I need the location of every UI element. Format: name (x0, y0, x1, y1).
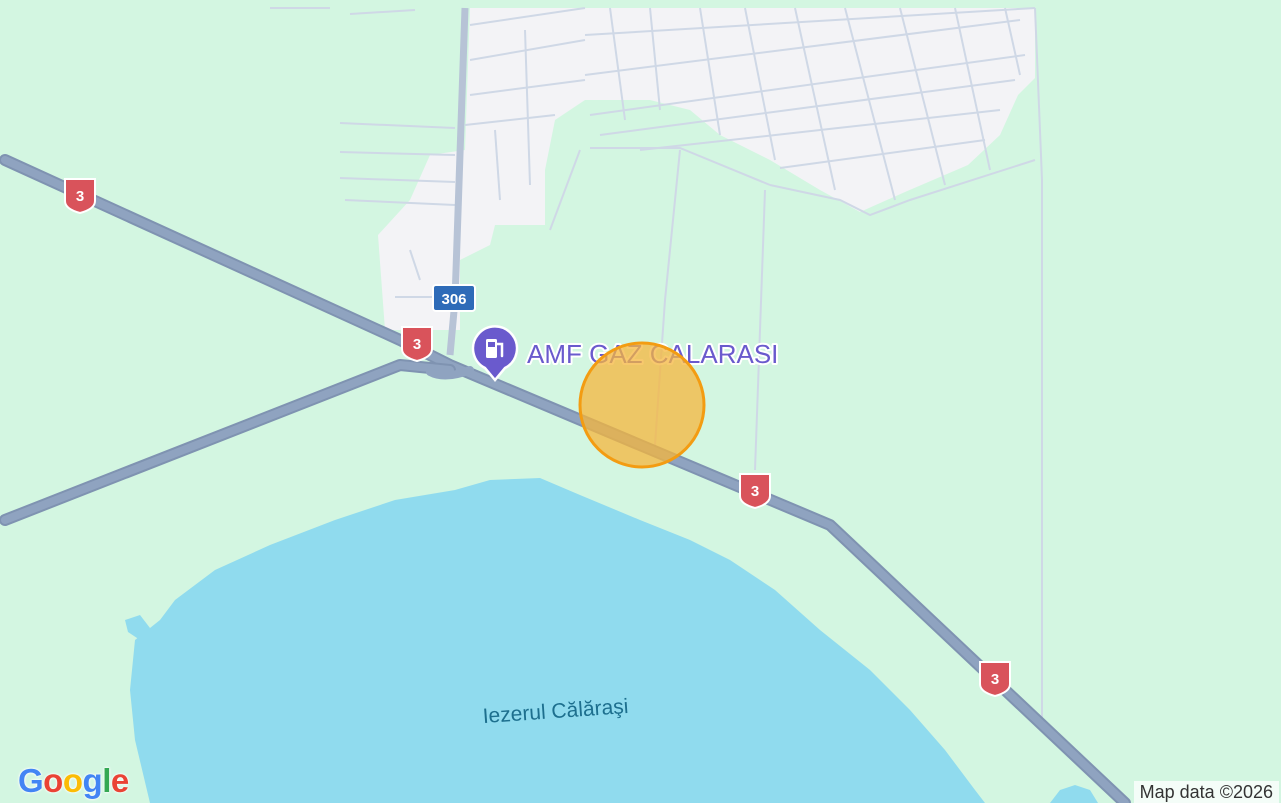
highway-network (0, 154, 1131, 803)
logo-letter: g (82, 762, 103, 799)
route-shield-3[interactable]: 3 (64, 178, 96, 215)
lake-inlet (125, 615, 150, 640)
logo-letter: G (18, 762, 44, 799)
poi-marker[interactable] (471, 325, 519, 382)
logo-letter: o (43, 762, 63, 799)
route-shield-label: 3 (991, 671, 999, 688)
minor-streets (270, 7, 1043, 720)
route-shield-label: 306 (441, 291, 466, 308)
logo-letter: l (102, 762, 111, 799)
lake-edge-right (1050, 785, 1098, 803)
urban-area (378, 8, 1035, 330)
route-shield-3[interactable]: 3 (401, 326, 433, 363)
logo-letter: o (62, 762, 83, 799)
lake-iezerul-calarasi (130, 478, 985, 803)
route-shield-3[interactable]: 3 (739, 473, 771, 510)
highlight-circle (578, 341, 706, 469)
logo-letter: e (110, 762, 129, 799)
route-shield-label: 3 (76, 188, 84, 205)
fuel-pump-icon (486, 339, 504, 358)
map-attribution[interactable]: Map data ©2026 (1133, 781, 1279, 803)
route-shield-label: 3 (413, 336, 421, 353)
route-shield-label: 3 (751, 483, 759, 500)
route-shield-306[interactable]: 306 (432, 284, 476, 312)
google-logo[interactable]: Google (18, 762, 129, 800)
route-shield-3[interactable]: 3 (979, 661, 1011, 698)
